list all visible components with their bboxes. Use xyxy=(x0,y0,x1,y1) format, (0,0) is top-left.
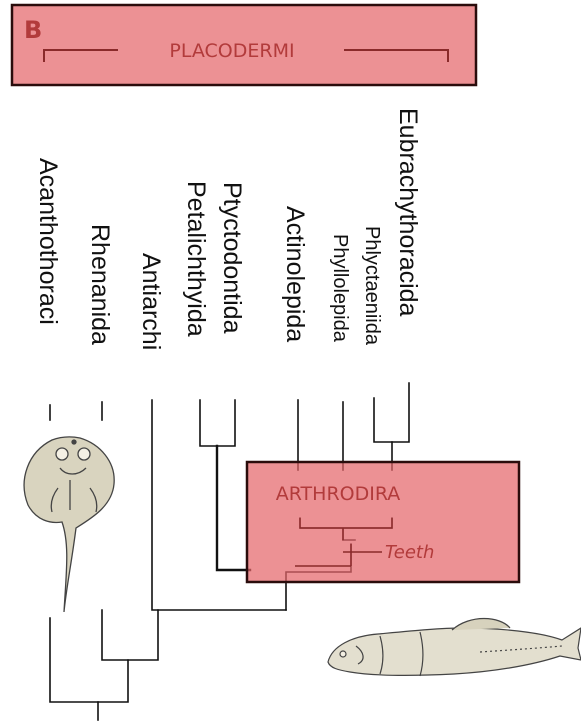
taxon-labels: Acanthothoraci Rhenanida Antiarchi Petal… xyxy=(34,108,422,350)
branch-phlyctaeniida-eubrachythoracida xyxy=(374,383,409,442)
placodermi-label: PLACODERMI xyxy=(169,40,294,62)
branch-ptyctodontida-petalichthyida xyxy=(200,400,235,446)
arthrodira-group: ARTHRODIRA Teeth xyxy=(247,462,519,582)
teeth-label: Teeth xyxy=(385,542,434,563)
branch-rhenanida xyxy=(102,610,158,660)
taxon-phyllolepida: Phyllolepida xyxy=(329,234,351,343)
taxon-antiarchi: Antiarchi xyxy=(137,253,165,350)
arthrodira-highlight-box xyxy=(247,462,519,582)
taxon-eubrachythoracida: Eubrachythoracida xyxy=(394,108,422,317)
taxon-ptyctodontida: Ptyctodontida xyxy=(218,182,246,334)
ray-like-placoderm-icon xyxy=(24,437,114,612)
taxon-phlyctaeniida: Phlyctaeniida xyxy=(361,226,383,346)
taxon-acanthothoraci: Acanthothoraci xyxy=(34,158,62,325)
arthrodire-fish-icon xyxy=(328,619,581,677)
branch-ptyctodonts-to-arthrodira xyxy=(217,446,250,570)
taxon-petalichthyida: Petalichthyida xyxy=(182,181,210,337)
panel-letter: B xyxy=(24,16,42,44)
arthrodira-label: ARTHRODIRA xyxy=(276,483,401,505)
taxon-rhenanida: Rhenanida xyxy=(86,224,114,345)
placodermi-header: B PLACODERMI xyxy=(12,5,476,85)
taxon-actinolepida: Actinolepida xyxy=(281,206,309,342)
